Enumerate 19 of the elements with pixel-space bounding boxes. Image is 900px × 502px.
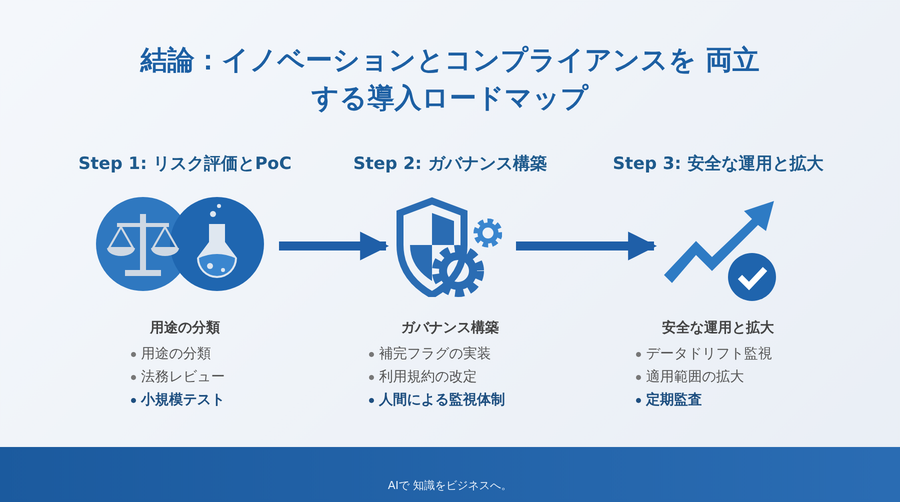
bullet-item: 適用範囲の拡大	[646, 368, 744, 386]
bullet-item: 法務レビュー	[141, 368, 225, 386]
bullet-item: データドリフト監視	[646, 345, 772, 363]
step-heading: Step 2: ガバナンス構築	[352, 153, 548, 175]
bullet-item: 補完フラグの実装	[379, 345, 491, 363]
arrow	[279, 232, 389, 260]
bullet-item: 利用規約の改定	[379, 368, 477, 386]
step-heading: Step 1: リスク評価とPoC	[77, 153, 293, 175]
step-subheading: 用途の分類	[148, 319, 221, 337]
scale-flask-icon	[95, 196, 265, 292]
bullet-item: 小規模テスト	[141, 391, 225, 409]
step-heading: Step 3: 安全な運用と拡大	[612, 153, 824, 175]
title: 結論：イノベーションとコンプライアンスを 両立する導入ロードマップ	[140, 44, 760, 116]
step-subheading: ガバナンス構築	[400, 319, 500, 337]
bullet-item: 人間による監視体制	[379, 391, 505, 409]
bullet-item: 用途の分類	[141, 345, 211, 363]
tagline: AIで 知識をビジネスへ。	[386, 478, 514, 493]
bullet-item: 定期監査	[646, 391, 702, 409]
step-subheading: 安全な運用と拡大	[661, 319, 775, 337]
